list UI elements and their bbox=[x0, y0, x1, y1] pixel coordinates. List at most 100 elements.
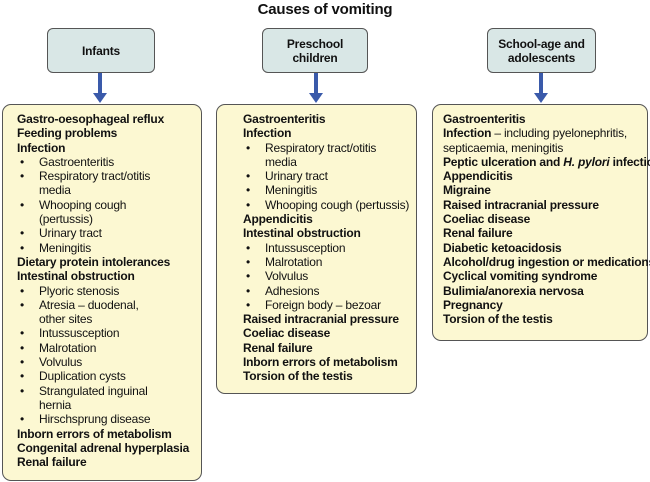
cause-subitem: • Respiratory tract/otitis bbox=[17, 169, 201, 183]
cause-subitem: • Whooping cough (pertussis) bbox=[243, 198, 416, 212]
cause-subitem: • Adhesions bbox=[243, 284, 416, 298]
cause-subitem-text: Adhesions bbox=[265, 283, 320, 298]
cause-subitem: • Plyoric stenosis bbox=[17, 284, 201, 298]
cause-subitem: • Respiratory tract/otitis bbox=[243, 141, 416, 155]
cause-subitem-text: Duplication cysts bbox=[39, 369, 126, 384]
cause-heading: Cyclical vomiting syndrome bbox=[443, 269, 598, 284]
header-preschool-children: Preschool children bbox=[262, 28, 368, 73]
header-school-age-adolescents: School-age and adolescents bbox=[487, 28, 596, 73]
cause-subitem-text: Urinary tract bbox=[265, 169, 328, 184]
cause-heading: Raised intracranial pressure bbox=[443, 197, 599, 212]
bullet-icon: • bbox=[19, 297, 24, 312]
bullet-icon: • bbox=[19, 369, 24, 384]
cause-heading: Torsion of the testis bbox=[243, 369, 353, 384]
bullet-icon: • bbox=[19, 154, 24, 169]
bullet-icon: • bbox=[19, 412, 24, 427]
cause-subitem-text: Strangulated inguinal bbox=[39, 383, 148, 398]
cause-subitem: • Urinary tract bbox=[243, 169, 416, 183]
cause-subitem-text: Respiratory tract/otitis bbox=[39, 169, 151, 184]
cause-subitem-text: Urinary tract bbox=[39, 226, 102, 241]
bullet-icon: • bbox=[245, 269, 250, 284]
cause-subitem-continuation: other sites bbox=[39, 312, 93, 327]
cause-heading: Infection bbox=[17, 140, 66, 155]
bullet-icon: • bbox=[19, 240, 24, 255]
cause-heading: Torsion of the testis bbox=[443, 312, 553, 327]
header-infants: Infants bbox=[47, 28, 155, 73]
text-part: Infection bbox=[443, 126, 492, 141]
cause-subitem-text: Plyoric stenosis bbox=[39, 283, 120, 298]
cause-subitem: •Meningitis bbox=[243, 183, 416, 197]
cause-heading: Appendicitis bbox=[443, 169, 513, 184]
bullet-icon: • bbox=[245, 240, 250, 255]
cause-subitem-text: Whooping cough bbox=[39, 197, 127, 212]
bullet-icon: • bbox=[19, 326, 24, 341]
text-part: infection bbox=[612, 154, 650, 169]
text-part: – including pyelonephritis, bbox=[491, 126, 628, 141]
cause-subitem-text: Meningitis bbox=[265, 183, 318, 198]
cause-subitem-text: Intussusception bbox=[39, 326, 120, 341]
text-part: Peptic ulceration and bbox=[443, 154, 564, 169]
cause-heading: Raised intracranial pressure bbox=[243, 312, 399, 327]
bullet-icon: • bbox=[245, 283, 250, 298]
bullet-icon: • bbox=[245, 197, 250, 212]
cause-heading: Appendicitis bbox=[243, 212, 313, 227]
arrow-down-icon bbox=[309, 73, 323, 103]
cause-heading: Inborn errors of metabolism bbox=[243, 355, 398, 370]
cause-subitem: • Intussusception bbox=[17, 326, 201, 340]
cause-heading: Intestinal obstruction bbox=[17, 269, 135, 284]
cause-subitem: • Meningitis bbox=[17, 241, 201, 255]
cause-subitem-continuation: hernia bbox=[39, 397, 72, 412]
cause-heading: Dietary protein intolerances bbox=[17, 254, 171, 269]
cause-subitem: • Duplication cysts bbox=[17, 369, 201, 383]
text-part: H. pylori bbox=[563, 154, 610, 169]
cause-heading: Gastroenteritis bbox=[243, 112, 326, 126]
cause-subitem: •Urinary tract bbox=[17, 226, 201, 240]
header-line: Preschool bbox=[286, 36, 344, 51]
cause-subitem-text: Foreign body – bezoar bbox=[265, 297, 381, 312]
bullet-icon: • bbox=[245, 169, 250, 184]
cause-heading: Intestinal obstruction bbox=[243, 226, 361, 241]
cause-subitem-text: Meningitis bbox=[39, 240, 92, 255]
cause-heading-mixed: Peptic ulceration and H. pylori infectio… bbox=[443, 154, 650, 169]
header-line: adolescents bbox=[507, 50, 576, 65]
cause-text: septicaemia, meningitis bbox=[443, 140, 564, 155]
cause-heading: Renal failure bbox=[17, 455, 87, 470]
bullet-icon: • bbox=[19, 355, 24, 370]
cause-subitem-text: Respiratory tract/otitis bbox=[265, 140, 377, 155]
cause-heading: Renal failure bbox=[443, 226, 513, 241]
bullet-icon: • bbox=[245, 140, 250, 155]
cause-subitem-text: Volvulus bbox=[265, 269, 309, 284]
cause-heading: Coeliac disease bbox=[243, 326, 331, 341]
header-line: children bbox=[292, 50, 338, 65]
cause-heading: Pregnancy bbox=[443, 297, 503, 312]
cause-heading: Congenital adrenal hyperplasia bbox=[17, 440, 190, 455]
arrow-down-icon bbox=[534, 73, 548, 103]
cause-heading: Infection bbox=[243, 126, 292, 141]
cause-heading-mixed: Infection – including pyelonephritis, bbox=[443, 126, 647, 140]
bullet-icon: • bbox=[19, 169, 24, 184]
cause-heading: Bulimia/anorexia nervosa bbox=[443, 283, 584, 298]
bullet-icon: • bbox=[19, 383, 24, 398]
cause-subitem: •Hirschsprung disease bbox=[17, 412, 201, 426]
bullet-icon: • bbox=[19, 283, 24, 298]
bullet-icon: • bbox=[245, 254, 250, 269]
cause-subitem: • Strangulated inguinal bbox=[17, 384, 201, 398]
cause-subitem: • Atresia – duodenal, bbox=[17, 298, 201, 312]
cause-heading: Migraine bbox=[443, 183, 491, 198]
bullet-icon: • bbox=[19, 197, 24, 212]
cause-heading: Diabetic ketoacidosis bbox=[443, 240, 562, 255]
cause-subitem: •Malrotation bbox=[17, 341, 201, 355]
cause-subitem: • Volvulus bbox=[243, 269, 416, 283]
cause-subitem: • Whooping cough bbox=[17, 198, 201, 212]
arrow-down-icon bbox=[93, 73, 107, 103]
cause-subitem-text: Malrotation bbox=[265, 254, 323, 269]
cause-subitem-text: Volvulus bbox=[39, 355, 83, 370]
cause-subitem-text: Whooping cough (pertussis) bbox=[265, 197, 410, 212]
cause-subitem: • Foreign body – bezoar bbox=[243, 298, 416, 312]
cause-subitem-text: Atresia – duodenal, bbox=[39, 297, 139, 312]
bullet-icon: • bbox=[245, 297, 250, 312]
cause-heading: Renal failure bbox=[243, 340, 313, 355]
cause-subitem-text: Intussusception bbox=[265, 240, 346, 255]
